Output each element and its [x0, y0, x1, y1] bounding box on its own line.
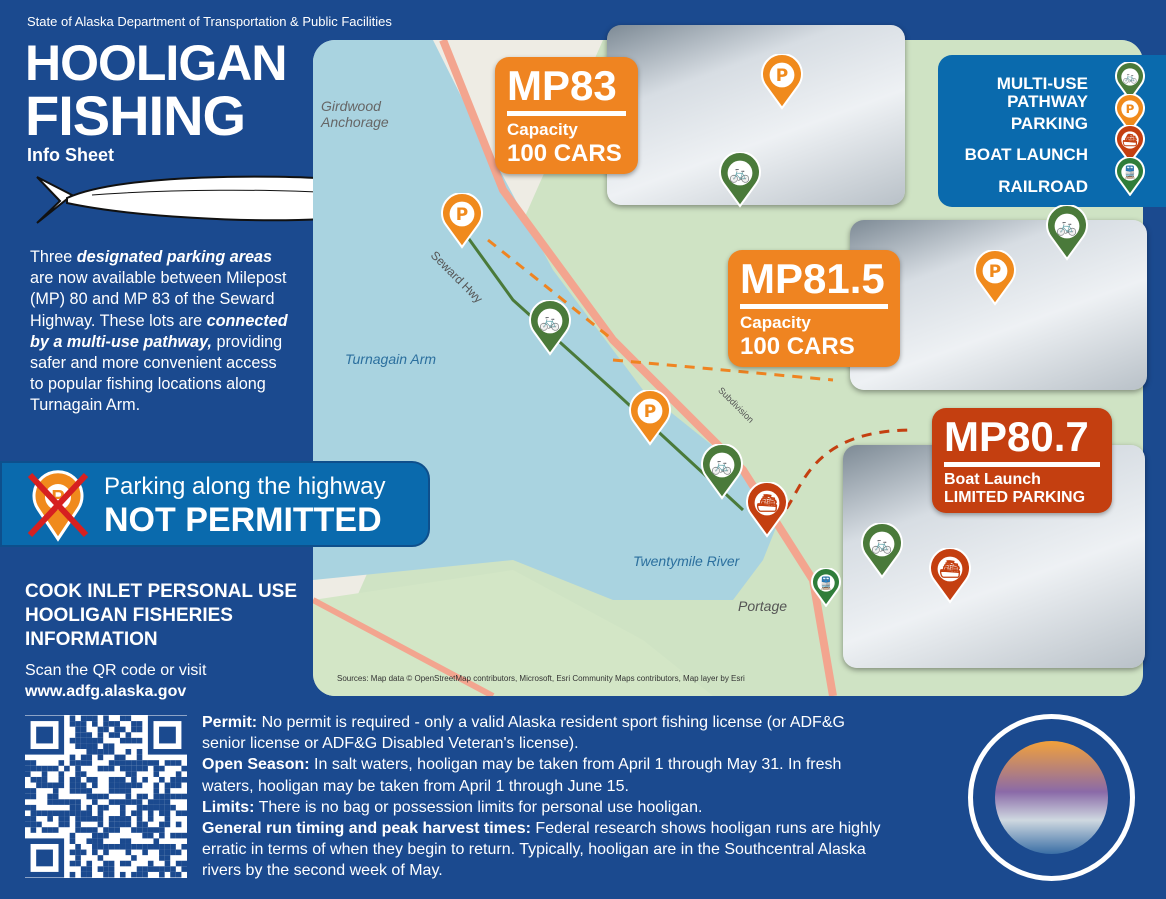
svg-text:🚆: 🚆	[1123, 165, 1138, 179]
svg-text:⛴: ⛴	[939, 560, 961, 580]
regulations-info: Permit: No permit is required - only a v…	[202, 712, 892, 882]
parking-map-pin-icon[interactable]: P	[628, 390, 672, 446]
svg-text:P: P	[456, 205, 468, 225]
permit-info: Permit: No permit is required - only a v…	[202, 714, 845, 753]
svg-text:🚲: 🚲	[711, 456, 732, 476]
svg-text:⛴: ⛴	[756, 494, 778, 514]
parking-map-pin-icon[interactable]: P	[760, 54, 804, 110]
bicycle-map-pin-icon[interactable]: 🚲	[860, 523, 904, 579]
svg-text:🚲: 🚲	[1056, 217, 1077, 237]
no-parking-banner: P Parking along the highway NOT PERMITTE…	[0, 461, 430, 547]
svg-text:🚲: 🚲	[1123, 70, 1138, 84]
legend-boat-launch: BOAT LAUNCH	[964, 145, 1088, 164]
bicycle-map-pin-icon[interactable]: 🚲	[1114, 62, 1146, 102]
title-line-2: FISHING	[25, 84, 246, 147]
bicycle-map-pin-icon[interactable]: 🚲	[1045, 205, 1089, 261]
svg-text:P: P	[776, 66, 788, 86]
train-map-pin-icon[interactable]: 🚆	[810, 568, 842, 608]
banner-line-1: Parking along the highway	[104, 473, 386, 500]
legend-parking: PARKING	[1010, 114, 1088, 133]
turnagain-arm-label: Turnagain Arm	[345, 351, 437, 367]
limits-info: Limits: There is no bag or possession li…	[202, 798, 703, 816]
bicycle-map-pin-icon[interactable]: 🚲	[718, 152, 762, 208]
cook-inlet-heading: COOK INLET PERSONAL USE HOOLIGAN FISHERI…	[25, 581, 298, 650]
subtitle: Info Sheet	[27, 145, 115, 165]
boat-map-pin-icon[interactable]: ⛴	[745, 482, 789, 538]
boat-map-pin-icon[interactable]: ⛴	[1114, 125, 1146, 165]
parking-map-pin-icon[interactable]: P	[1114, 94, 1146, 134]
intro-paragraph: Three designated parking areas are now a…	[30, 248, 288, 415]
parking-map-pin-icon[interactable]: P	[973, 250, 1017, 306]
legend-pathway: MULTI-USE PATHWAY	[996, 74, 1088, 111]
svg-text:⛴: ⛴	[1122, 133, 1137, 147]
season-info: Open Season: In salt waters, hooligan ma…	[202, 756, 842, 795]
svg-text:🚲: 🚲	[539, 312, 560, 332]
adfg-link[interactable]: www.adfg.alaska.gov	[25, 683, 187, 700]
banner-line-2: NOT PERMITTED	[104, 501, 382, 539]
bicycle-map-pin-icon[interactable]: 🚲	[528, 300, 572, 356]
twentymile-river-label: Twentymile River	[633, 553, 740, 569]
qr-code[interactable]	[25, 715, 187, 878]
dot-pf-seal-logo	[968, 714, 1135, 881]
parking-map-pin-icon[interactable]: P	[440, 193, 484, 249]
direction-label: Girdwood Anchorage	[321, 98, 389, 130]
svg-text:🚲: 🚲	[729, 164, 750, 184]
no-parking-icon: P	[27, 470, 89, 542]
agency-name: State of Alaska Department of Transporta…	[27, 14, 392, 29]
svg-text:P: P	[644, 402, 656, 422]
boat-map-pin-icon[interactable]: ⛴	[928, 548, 972, 604]
train-map-pin-icon[interactable]: 🚆	[1114, 157, 1146, 197]
bicycle-map-pin-icon[interactable]: 🚲	[700, 444, 744, 500]
portage-label: Portage	[738, 598, 788, 614]
svg-text:P: P	[1126, 102, 1135, 116]
title-line-1: HOOLIGAN	[25, 35, 287, 91]
svg-text:P: P	[989, 262, 1001, 282]
legend-railroad: RAILROAD	[998, 177, 1088, 196]
run-timing-info: General run timing and peak harvest time…	[202, 820, 881, 880]
map-attribution: Sources: Map data © OpenStreetMap contri…	[337, 674, 745, 683]
svg-text:🚆: 🚆	[819, 576, 834, 590]
svg-text:🚲: 🚲	[871, 535, 892, 555]
